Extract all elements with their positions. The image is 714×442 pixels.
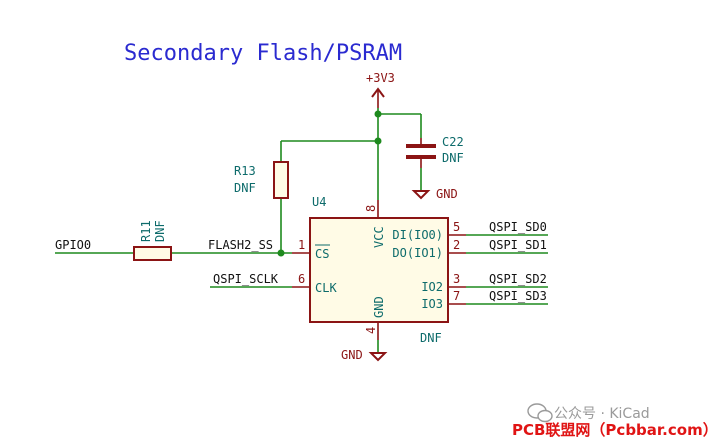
power-3v3-label: +3V3 — [366, 71, 395, 85]
schematic-title: Secondary Flash/PSRAM — [124, 41, 402, 66]
junction-dot — [374, 137, 382, 145]
watermark-channel: 公众号 · KiCad — [554, 406, 650, 422]
wires — [55, 108, 548, 352]
c22-ref: C22 — [442, 135, 464, 149]
wechat-icon — [527, 403, 553, 423]
junction-dot — [277, 249, 285, 257]
pin-number-io2: 3 — [453, 272, 460, 286]
c22-value: DNF — [442, 151, 464, 165]
u4-value: DNF — [420, 331, 442, 345]
pin-name-gnd: GND — [372, 296, 386, 318]
gnd-label-c22: GND — [436, 187, 458, 201]
ground-symbol-u4 — [368, 352, 388, 362]
pin-name-di: DI(IO0) — [392, 228, 443, 242]
r13-ref: R13 — [234, 164, 256, 178]
pin-number-do: 2 — [453, 238, 460, 252]
pin-name-io3: IO3 — [421, 297, 443, 311]
pin-name-cs: CS — [315, 247, 329, 261]
r11-value: DNF — [153, 220, 167, 242]
junction-dot — [374, 110, 382, 118]
pin-name-vcc: VCC — [372, 226, 386, 248]
r11-ref: R11 — [139, 220, 153, 242]
chip-u4-pins — [292, 200, 466, 340]
u4-ref: U4 — [312, 195, 326, 209]
pin-name-clk: CLK — [315, 281, 337, 295]
net-label-qspi-sd0: QSPI_SD0 — [489, 220, 547, 234]
net-label-qspi-sd2: QSPI_SD2 — [489, 272, 547, 286]
pin-number-gnd: 4 — [364, 327, 378, 334]
pin-name-io2: IO2 — [421, 280, 443, 294]
pin-number-io3: 7 — [453, 289, 460, 303]
pin-number-vcc: 8 — [364, 205, 378, 212]
gnd-label-u4: GND — [341, 348, 363, 362]
power-3v3-symbol — [371, 87, 385, 108]
pin-name-do: DO(IO1) — [392, 246, 443, 260]
pin-number-di: 5 — [453, 220, 460, 234]
resistor-r13 — [273, 161, 289, 199]
net-label-qspi-sd1: QSPI_SD1 — [489, 238, 547, 252]
watermark-brand: PCB联盟网（Pcbbar.com） — [512, 421, 714, 439]
r13-value: DNF — [234, 181, 256, 195]
net-label-qspi-sclk: QSPI_SCLK — [213, 272, 279, 286]
pin-number-cs: 1 — [298, 238, 305, 252]
ground-symbol-c22 — [411, 190, 431, 200]
pin-number-clk: 6 — [298, 272, 305, 286]
net-label-gpio0: GPIO0 — [55, 238, 91, 252]
capacitor-c22 — [406, 138, 436, 168]
chip-u4-body — [309, 217, 449, 323]
net-label-qspi-sd3: QSPI_SD3 — [489, 289, 547, 303]
net-label-flash2-ss: FLASH2_SS — [208, 238, 273, 252]
resistor-r11 — [133, 246, 172, 261]
